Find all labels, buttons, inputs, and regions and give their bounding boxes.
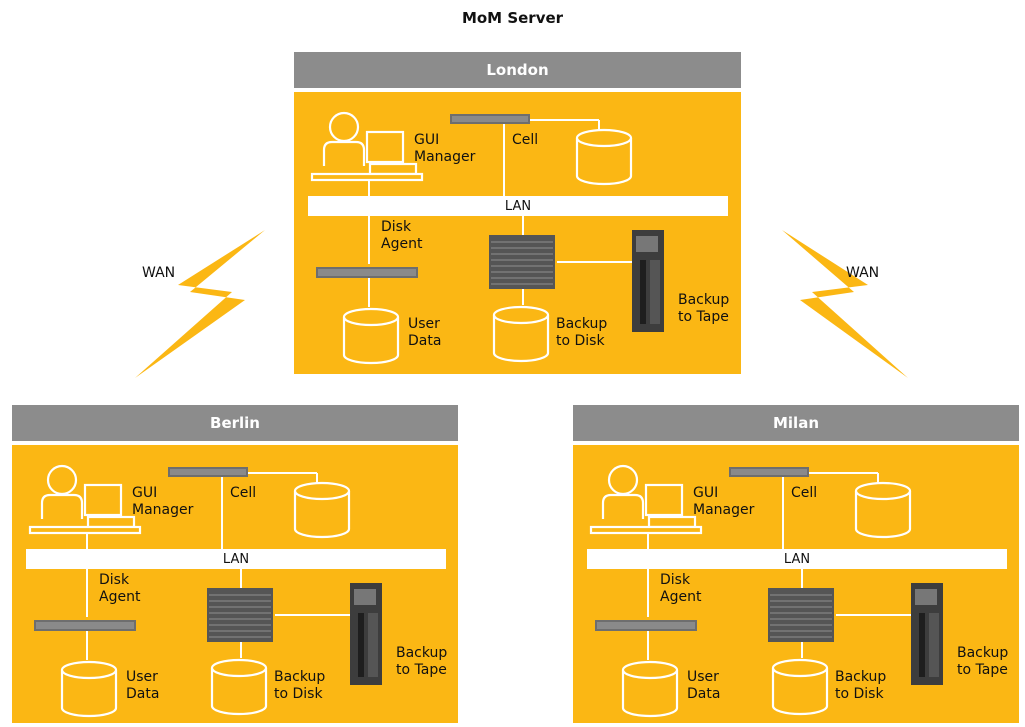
- site-body: LAN GUI Manager Cell Disk Agent User Dat…: [12, 445, 458, 723]
- backup-label: Backup: [957, 645, 1009, 661]
- gui-label: GUI: [132, 485, 158, 501]
- disk-agent-server-icon: [34, 620, 136, 631]
- disk-array-icon: [489, 235, 555, 289]
- to-tape-label: to Tape: [957, 662, 1008, 678]
- user-label: User: [687, 669, 719, 685]
- wan-bolt-right-icon: [782, 230, 908, 378]
- backup-disk-icon: [771, 658, 829, 716]
- backup-disk-icon: [492, 305, 550, 363]
- backup-label: Backup: [396, 645, 448, 661]
- disk-array-icon: [768, 588, 834, 642]
- cell-label: Cell: [512, 132, 539, 148]
- site-graphics: [28, 464, 382, 718]
- to-disk-label: to Disk: [835, 686, 884, 702]
- backup-to-tape-label: Backup to Tape: [678, 292, 729, 326]
- to-tape-label: to Tape: [396, 662, 447, 678]
- gui-manager-icon: [589, 464, 703, 535]
- tape-library-icon: [350, 583, 382, 685]
- diagram-title: MoM Server: [461, 9, 564, 27]
- gui-manager-label: GUI Manager: [693, 485, 754, 519]
- wan-label-right: WAN: [846, 265, 880, 281]
- disk-agent-label: Disk Agent: [660, 572, 701, 606]
- disk-label: Disk: [660, 572, 691, 588]
- data-label: Data: [687, 686, 721, 702]
- backup-disk-icon: [210, 658, 268, 716]
- user-data-label: User Data: [408, 316, 441, 350]
- agent-label: Agent: [660, 589, 702, 605]
- wan-label-left: WAN: [142, 265, 176, 281]
- gui-label: GUI: [693, 485, 719, 501]
- site-graphics: [589, 464, 943, 718]
- to-disk-label: to Disk: [274, 686, 323, 702]
- cell-database-icon: [293, 481, 351, 539]
- user-data-disk-icon: [60, 660, 118, 718]
- gui-manager-icon: [28, 464, 142, 535]
- data-label: Data: [126, 686, 160, 702]
- disk-array-icon: [207, 588, 273, 642]
- cell-server-icon: [168, 467, 248, 477]
- backup-label: Backup: [274, 669, 326, 685]
- site-graphics: [310, 111, 664, 365]
- tape-library-icon: [911, 583, 943, 685]
- cell-label: Cell: [230, 485, 257, 501]
- cell-database-icon: [575, 128, 633, 186]
- user-data-label: User Data: [687, 669, 720, 703]
- connection-lines: [86, 472, 352, 660]
- lan-bar: LAN: [587, 549, 1007, 569]
- disk-label: Disk: [99, 572, 130, 588]
- site-header: Berlin: [12, 405, 458, 441]
- gui-manager-label: GUI Manager: [414, 132, 475, 166]
- user-label: User: [408, 316, 440, 332]
- site-header: London: [294, 52, 741, 88]
- wan-bolt-left-icon: [135, 230, 265, 378]
- disk-agent-server-icon: [595, 620, 697, 631]
- gui-label: GUI: [414, 132, 440, 148]
- manager-label: Manager: [414, 149, 476, 165]
- site-body: LAN GUI Manager Cell Disk Agent User Dat…: [573, 445, 1019, 723]
- data-label: Data: [408, 333, 442, 349]
- cell-server-icon: [450, 114, 530, 124]
- manager-label: Manager: [693, 502, 755, 518]
- site-milan: Milan: [573, 405, 1019, 723]
- agent-label: Agent: [381, 236, 423, 252]
- gui-manager-icon: [310, 111, 424, 182]
- backup-to-tape-label: Backup to Tape: [957, 645, 1008, 679]
- site-body: LAN GUI Manager Cell Disk Agent User Dat…: [294, 92, 741, 374]
- cell-database-icon: [854, 481, 912, 539]
- lan-bar: LAN: [308, 196, 728, 216]
- to-tape-label: to Tape: [678, 309, 729, 325]
- backup-to-disk-label: Backup to Disk: [274, 669, 325, 703]
- gui-manager-label: GUI Manager: [132, 485, 193, 519]
- backup-to-disk-label: Backup to Disk: [556, 316, 607, 350]
- user-label: User: [126, 669, 158, 685]
- backup-label: Backup: [835, 669, 887, 685]
- to-disk-label: to Disk: [556, 333, 605, 349]
- site-header: Milan: [573, 405, 1019, 441]
- agent-label: Agent: [99, 589, 141, 605]
- backup-to-disk-label: Backup to Disk: [835, 669, 886, 703]
- tape-library-icon: [632, 230, 664, 332]
- disk-label: Disk: [381, 219, 412, 235]
- manager-label: Manager: [132, 502, 194, 518]
- backup-to-tape-label: Backup to Tape: [396, 645, 447, 679]
- user-data-disk-icon: [342, 307, 400, 365]
- disk-agent-label: Disk Agent: [381, 219, 422, 253]
- disk-agent-label: Disk Agent: [99, 572, 140, 606]
- cell-server-icon: [729, 467, 809, 477]
- connection-lines: [647, 472, 913, 660]
- backup-label: Backup: [556, 316, 608, 332]
- backup-label: Backup: [678, 292, 730, 308]
- user-data-label: User Data: [126, 669, 159, 703]
- user-data-disk-icon: [621, 660, 679, 718]
- cell-label: Cell: [791, 485, 818, 501]
- site-berlin: Berlin: [12, 405, 458, 723]
- disk-agent-server-icon: [316, 267, 418, 278]
- site-london: London: [294, 52, 741, 374]
- lan-bar: LAN: [26, 549, 446, 569]
